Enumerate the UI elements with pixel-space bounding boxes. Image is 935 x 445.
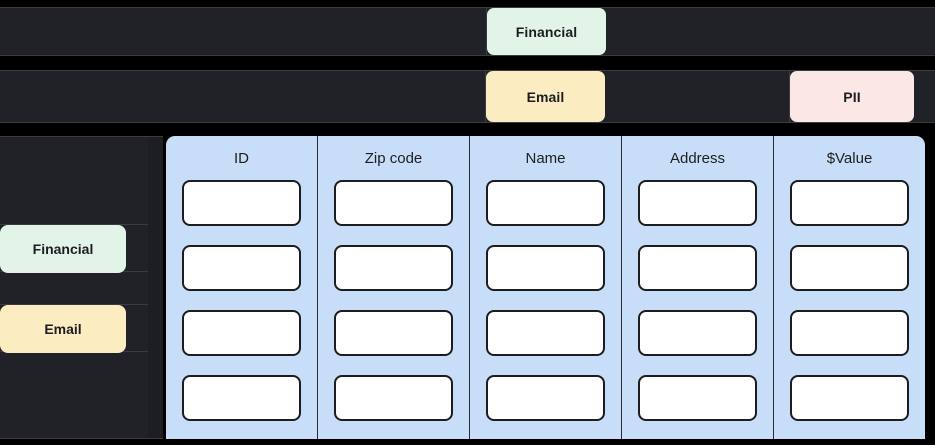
table-cell[interactable] [790,375,909,421]
table-column: Name [470,136,622,439]
table-cell[interactable] [638,310,757,356]
column-header: ID [234,149,249,167]
table-column: ID [166,136,318,439]
column-header: Zip code [364,149,423,167]
table-column: Zip code [318,136,470,439]
table-cell[interactable] [790,245,909,291]
table-cell[interactable] [790,180,909,226]
column-header: $Value [826,149,873,167]
table-column: Address [622,136,774,439]
column-cells [182,180,301,439]
tag-row-empty-segment [605,71,790,122]
sidebar-slot-email: Email [0,304,148,353]
tag-row-empty-segment [0,71,486,122]
table-cell[interactable] [638,180,757,226]
column-header: Name [525,149,566,167]
tag-chip-email[interactable]: Email [486,71,605,122]
column-cells [790,180,909,439]
table-cell[interactable] [182,245,301,291]
table-column: $Value [774,136,925,439]
table-cell[interactable] [638,245,757,291]
tag-row-empty-segment [914,71,935,122]
table-cell[interactable] [486,245,605,291]
table-cell[interactable] [638,375,757,421]
table-cell[interactable] [486,375,605,421]
sidebar: Financial Email [0,136,163,439]
table-cell[interactable] [182,180,301,226]
table-cell[interactable] [334,375,453,421]
sidebar-item-email[interactable]: Email [0,305,126,353]
column-header: Address [669,149,726,167]
sidebar-item-financial[interactable]: Financial [0,225,126,273]
tag-chip-pii[interactable]: PII [790,71,914,122]
tag-row-empty-segment [0,8,487,55]
column-cells [334,180,453,439]
column-cells [486,180,605,439]
table-cell[interactable] [182,310,301,356]
tag-row-empty-segment [606,8,935,55]
tag-row-email-pii: Email PII [0,70,935,123]
tag-row-financial: Financial [0,7,935,56]
table-cell[interactable] [334,310,453,356]
table-cell[interactable] [182,375,301,421]
column-cells [638,180,757,439]
table-cell[interactable] [334,180,453,226]
sidebar-slot-financial: Financial [0,224,148,273]
table-cell[interactable] [486,310,605,356]
sidebar-panel: Financial Email [0,137,148,438]
table-cell[interactable] [334,245,453,291]
data-table: ID Zip code Name Address $Value [166,136,925,439]
table-cell[interactable] [790,310,909,356]
tag-chip-financial[interactable]: Financial [487,8,606,55]
table-cell[interactable] [486,180,605,226]
